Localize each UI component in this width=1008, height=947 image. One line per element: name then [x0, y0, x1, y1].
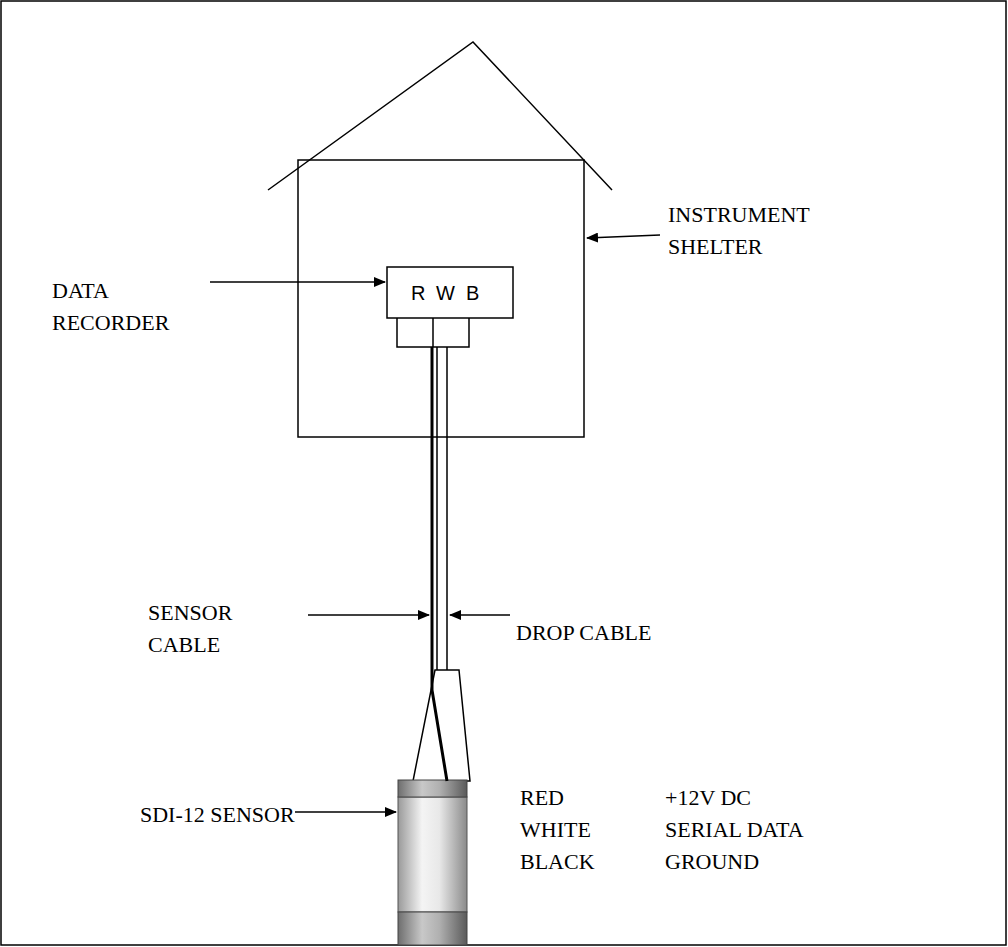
callout-label: DATA RECORDER	[52, 275, 212, 339]
terminal-label: W	[436, 281, 455, 305]
terminal-label: B	[466, 281, 479, 305]
sensor-bottom-cap	[398, 912, 467, 945]
data-recorder-box	[387, 267, 513, 318]
drop-cable	[437, 347, 447, 670]
signal-name: +12V DC	[665, 782, 751, 814]
terminal-label: R	[411, 281, 425, 305]
cable-clamp	[413, 670, 470, 781]
wire-color: BLACK	[520, 846, 595, 878]
leader-arrow	[210, 281, 385, 283]
callout-label: SDI-12 SENSOR	[140, 799, 300, 831]
sensor-top-cap	[398, 780, 467, 797]
leader-arrow	[295, 811, 396, 813]
signal-name: SERIAL DATA	[665, 814, 804, 846]
signal-name: GROUND	[665, 846, 759, 878]
sensor-body	[398, 797, 467, 912]
leader-arrow	[308, 614, 429, 616]
leader-arrow	[587, 235, 660, 238]
wire-color: WHITE	[520, 814, 591, 846]
shelter-roof	[268, 42, 612, 190]
sensor-cable	[432, 347, 447, 781]
callout-label: DROP CABLE	[516, 617, 651, 649]
callout-label: SENSOR CABLE	[148, 597, 298, 661]
callout-label: INSTRUMENT SHELTER	[668, 199, 868, 263]
shelter-wall	[298, 160, 584, 437]
leader-arrow	[450, 614, 510, 616]
terminal-block	[397, 318, 469, 347]
wire-color: RED	[520, 782, 564, 814]
